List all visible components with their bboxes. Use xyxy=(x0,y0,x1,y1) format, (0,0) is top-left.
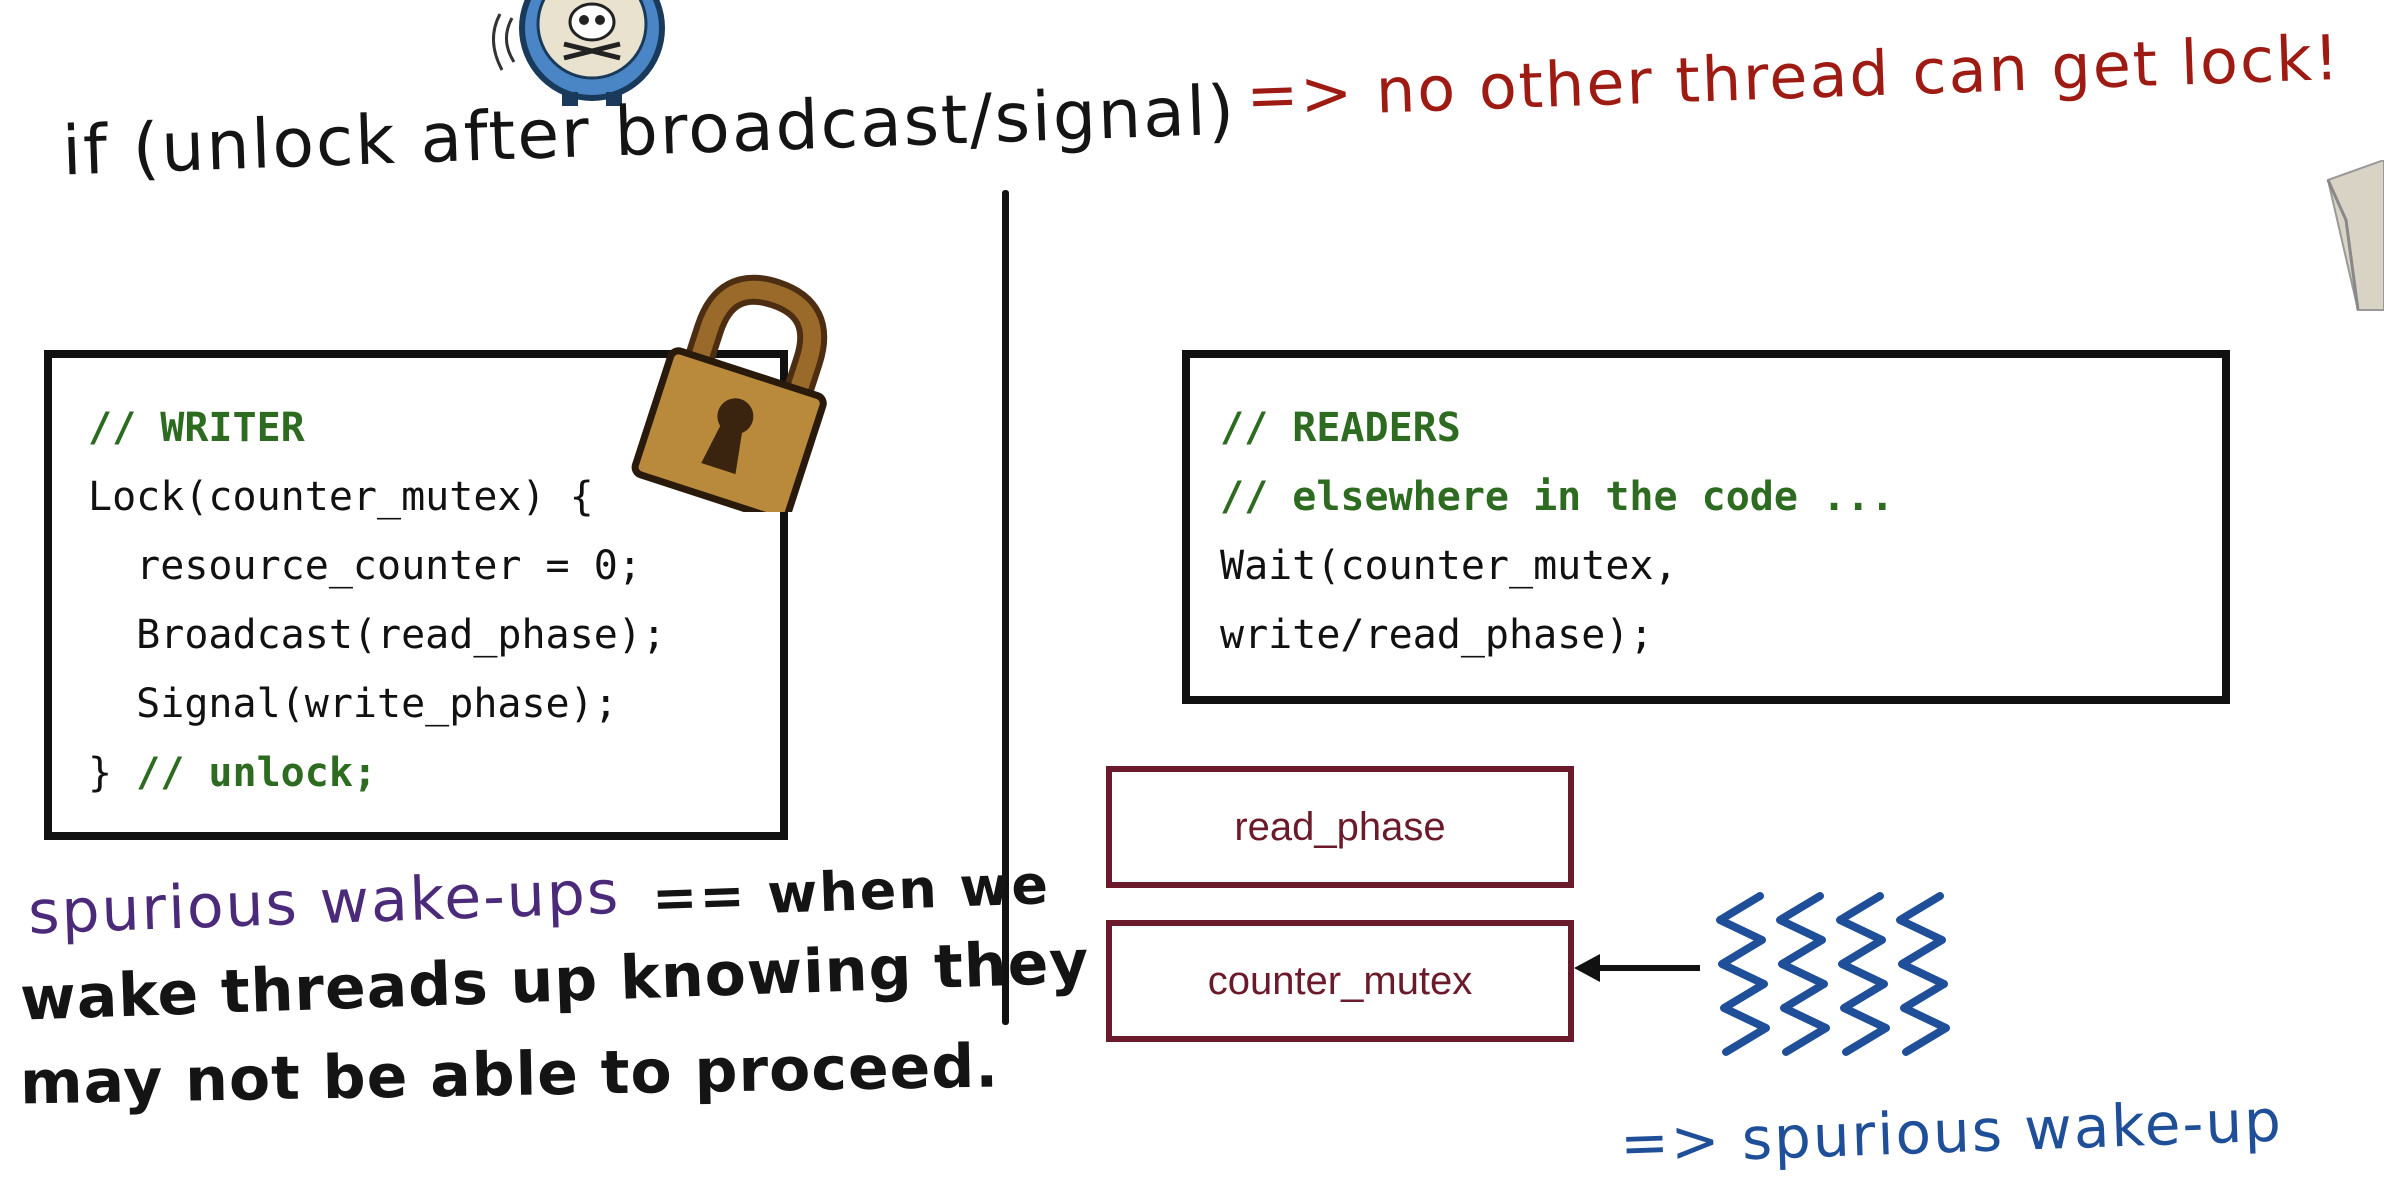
code-line: write/read_phase); xyxy=(1220,612,1654,658)
readers-code-box: // READERS // elsewhere in the code ... … xyxy=(1182,350,2230,704)
thread-squiggles-icon xyxy=(1716,892,1950,1056)
spurious-definition-line2: wake threads up knowing they xyxy=(19,927,1091,1035)
counter-mutex-box: counter_mutex xyxy=(1106,920,1574,1042)
pen-tip-icon xyxy=(2326,160,2384,311)
spurious-wakeup-result: => spurious wake-up xyxy=(1619,1086,2284,1178)
code-line: // READERS xyxy=(1220,405,1461,451)
padlock-icon xyxy=(631,274,828,512)
heading-consequence: => no other thread can get lock! xyxy=(1245,20,2342,133)
spurious-definition-line1: == when we xyxy=(651,853,1051,930)
code-line: } // unlock; xyxy=(88,750,377,796)
spurious-term: spurious wake-ups xyxy=(26,857,622,949)
code-line: Lock(counter_mutex) { xyxy=(88,474,594,520)
code-line: // elsewhere in the code ... xyxy=(1220,474,1895,520)
column-divider xyxy=(1002,190,1009,1025)
code-line: Broadcast(read_phase); xyxy=(88,612,666,658)
arrow-left-icon xyxy=(1574,954,1700,982)
code-line: resource_counter = 0; xyxy=(88,543,642,589)
alarm-clock-skull-icon xyxy=(492,0,665,106)
code-line: Signal(write_phase); xyxy=(88,681,618,727)
read-phase-box: read_phase xyxy=(1106,766,1574,888)
spurious-definition-line3: may not be able to proceed. xyxy=(19,1031,1000,1119)
code-line: Wait(counter_mutex, xyxy=(1220,543,1678,589)
code-line: // WRITER xyxy=(88,405,305,451)
